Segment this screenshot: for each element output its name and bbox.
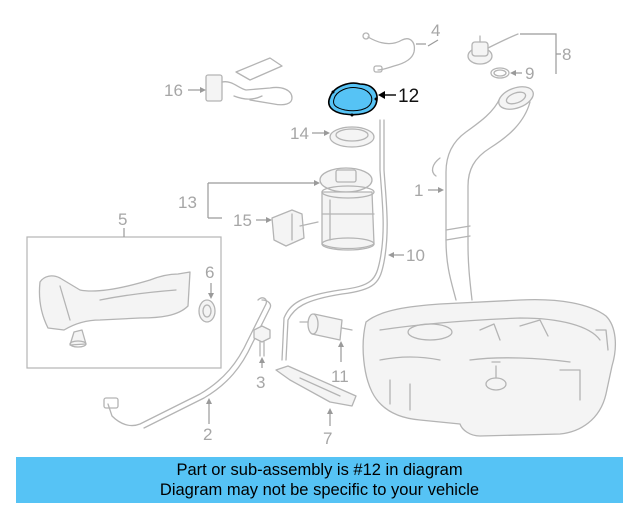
arrow-2	[206, 398, 212, 404]
part-13-fuel-pump[interactable]	[319, 167, 375, 251]
arrow-13	[314, 180, 320, 186]
part-15-sensor[interactable]	[271, 209, 319, 247]
callout-14[interactable]: 14	[290, 124, 309, 143]
part-1-filler-pipe[interactable]	[431, 82, 537, 301]
fuel-tank	[362, 298, 617, 437]
callout-4[interactable]: 4	[431, 21, 440, 40]
part-16-connector[interactable]	[205, 57, 293, 106]
parts-diagram: 4 8 9 16 12 14	[26, 21, 617, 448]
arrow-14	[324, 130, 330, 136]
callout-6[interactable]: 6	[205, 263, 214, 282]
banner-line-2: Diagram may not be specific to your vehi…	[159, 481, 480, 499]
arrow-10	[388, 252, 394, 258]
callout-15[interactable]: 15	[233, 211, 252, 230]
banner-line-1: Part or sub-assembly is #12 in diagram	[176, 461, 463, 479]
part-10-fuel-line[interactable]	[281, 119, 388, 361]
arrow-9	[510, 70, 516, 76]
callout-3[interactable]: 3	[256, 373, 265, 392]
arrow-15	[266, 217, 272, 223]
arrow-1	[438, 187, 444, 193]
callout-8[interactable]: 8	[562, 45, 571, 64]
callout-16[interactable]: 16	[164, 81, 183, 100]
callout-1[interactable]: 1	[414, 181, 423, 200]
callout-10[interactable]: 10	[406, 246, 425, 265]
leader-4b	[427, 39, 439, 47]
part-6-grommet[interactable]	[198, 299, 216, 323]
callout-2[interactable]: 2	[203, 425, 212, 444]
arrow-11	[338, 341, 344, 347]
arrow-12	[378, 91, 385, 99]
part-7-bracket[interactable]	[275, 365, 357, 407]
part-5-clip[interactable]	[69, 329, 87, 348]
arrow-7	[327, 408, 333, 414]
arrow-6	[208, 293, 214, 299]
part-14-lock-ring[interactable]	[329, 126, 375, 148]
callout-7[interactable]: 7	[323, 429, 332, 448]
part-11-fuel-filter[interactable]	[299, 313, 353, 341]
part-4-sensor-wire[interactable]	[362, 32, 416, 73]
part-9-seal-ring[interactable]	[490, 67, 510, 79]
callout-5[interactable]: 5	[118, 210, 127, 229]
leader-13	[207, 182, 316, 219]
leader-8	[520, 33, 561, 74]
part-12-gasket-highlighted[interactable]	[328, 82, 378, 117]
arrow-3	[259, 357, 265, 363]
part-2-tank-strap[interactable]	[103, 297, 272, 429]
callout-12[interactable]: 12	[398, 86, 419, 107]
callout-9[interactable]: 9	[525, 64, 534, 83]
part-8-filler-cap[interactable]	[467, 33, 519, 65]
callout-11[interactable]: 11	[331, 367, 349, 386]
info-banner: Part or sub-assembly is #12 in diagram D…	[16, 457, 623, 503]
part-5-heat-shield[interactable]	[38, 271, 191, 331]
part-3-bolt[interactable]	[253, 325, 271, 357]
callout-13[interactable]: 13	[178, 193, 197, 212]
arrow-16	[200, 87, 206, 93]
